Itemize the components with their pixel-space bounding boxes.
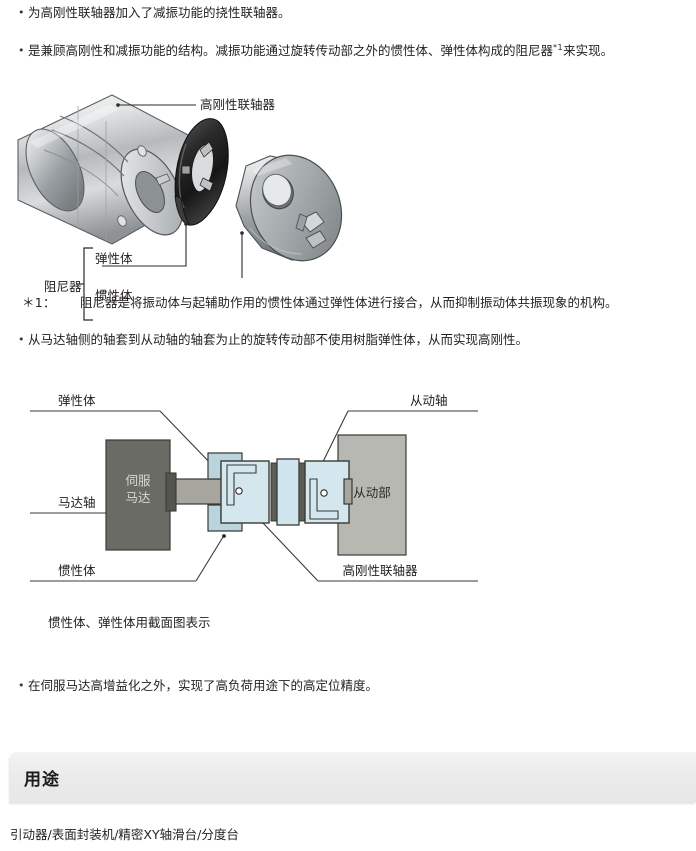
label-motor-shaft: 马达轴 (58, 495, 96, 510)
part-elastomer-ring (174, 118, 229, 226)
bullet-text-2-before: 是兼顾高刚性和减振功能的结构。减振功能通过旋转传动部之外的惯性体、弹性体构成的阻… (28, 43, 554, 58)
left-hub-section (220, 460, 270, 524)
figure-caption: 惯性体、弹性体用截面图表示 (48, 615, 211, 630)
label-inertia-body-exploded: 惯性体 (95, 288, 133, 303)
footnote-ref-1: *1 (553, 42, 564, 52)
label-high-rigidity-coupling: 高刚性联轴器 (200, 97, 276, 112)
usage-section-title: 用途 (24, 770, 60, 790)
servo-motor-label-line1: 伺服 (125, 473, 151, 488)
part-high-rigidity-coupling (17, 94, 191, 245)
label-damper: 阻尼器 (44, 279, 82, 294)
usage-section-items: 引动器/表面封装机/精密XY轴滑台/分度台 (10, 827, 239, 842)
section-label-rules (30, 410, 478, 582)
usage-section-header: 用途 (10, 752, 696, 802)
bullet-text-2-after: 来实现。 (563, 43, 614, 58)
bullet-marker-icon (18, 4, 28, 21)
bullet-marker-icon (18, 331, 28, 348)
figure-exploded-coupling: 高刚性联轴器 (0, 78, 420, 278)
part-inertia-body (235, 154, 343, 262)
footnote-marker: ＊1： (22, 295, 56, 310)
center-elastomer-pack (270, 458, 306, 526)
bullet-item-1: 为高刚性联轴器加入了减振功能的挠性联轴器。 (18, 4, 678, 21)
label-high-rigidity-coupling-section: 高刚性联轴器 (342, 563, 418, 578)
servo-motor-label-line2: 马达 (125, 490, 151, 505)
figure-cross-section: 伺服 马达 从动部 (18, 385, 490, 600)
driven-part-label: 从动部 (353, 485, 391, 500)
damper-bracket-group (38, 244, 168, 328)
right-hub-section (304, 460, 350, 524)
bullet-item-4: 在伺服马达高增益化之外，实现了高负荷用途下的高定位精度。 (18, 677, 678, 694)
driven-shaft-joint (343, 478, 353, 505)
label-driven-shaft: 从动轴 (410, 393, 448, 408)
section-leaders (159, 410, 349, 582)
bullet-marker-icon (18, 677, 28, 694)
footnote-1: ＊1： 阻尼器是将振动体与起辅助作用的惯性体通过弹性体进行接合，从而抑制振动体共… (22, 294, 690, 311)
servo-motor-block: 伺服 马达 (105, 439, 177, 551)
figure-exploded-leaders (102, 103, 244, 278)
bullet-text-2: 是兼顾高刚性和减振功能的结构。减振功能通过旋转传动部之外的惯性体、弹性体构成的阻… (28, 42, 690, 59)
bullet-text-4: 在伺服马达高增益化之外，实现了高负荷用途下的高定位精度。 (28, 678, 379, 693)
bullet-text-3: 从马达轴侧的轴套到从动轴的轴套为止的旋转传动部不使用树脂弹性体，从而实现高刚性。 (28, 332, 529, 347)
bullet-item-3: 从马达轴侧的轴套到从动轴的轴套为止的旋转传动部不使用树脂弹性体，从而实现高刚性。 (18, 331, 678, 348)
label-elastic-body-section: 弹性体 (58, 393, 96, 408)
bullet-text-1: 为高刚性联轴器加入了减振功能的挠性联轴器。 (28, 5, 291, 20)
bullet-marker-icon (18, 42, 28, 59)
footnote-text: 阻尼器是将振动体与起辅助作用的惯性体通过弹性体进行接合，从而抑制振动体共振现象的… (80, 295, 618, 310)
bullet-item-2: 是兼顾高刚性和减振功能的结构。减振功能通过旋转传动部之外的惯性体、弹性体构成的阻… (18, 42, 690, 59)
label-elastic-body-exploded: 弹性体 (95, 251, 133, 266)
label-inertia-body-section: 惯性体 (58, 563, 96, 578)
